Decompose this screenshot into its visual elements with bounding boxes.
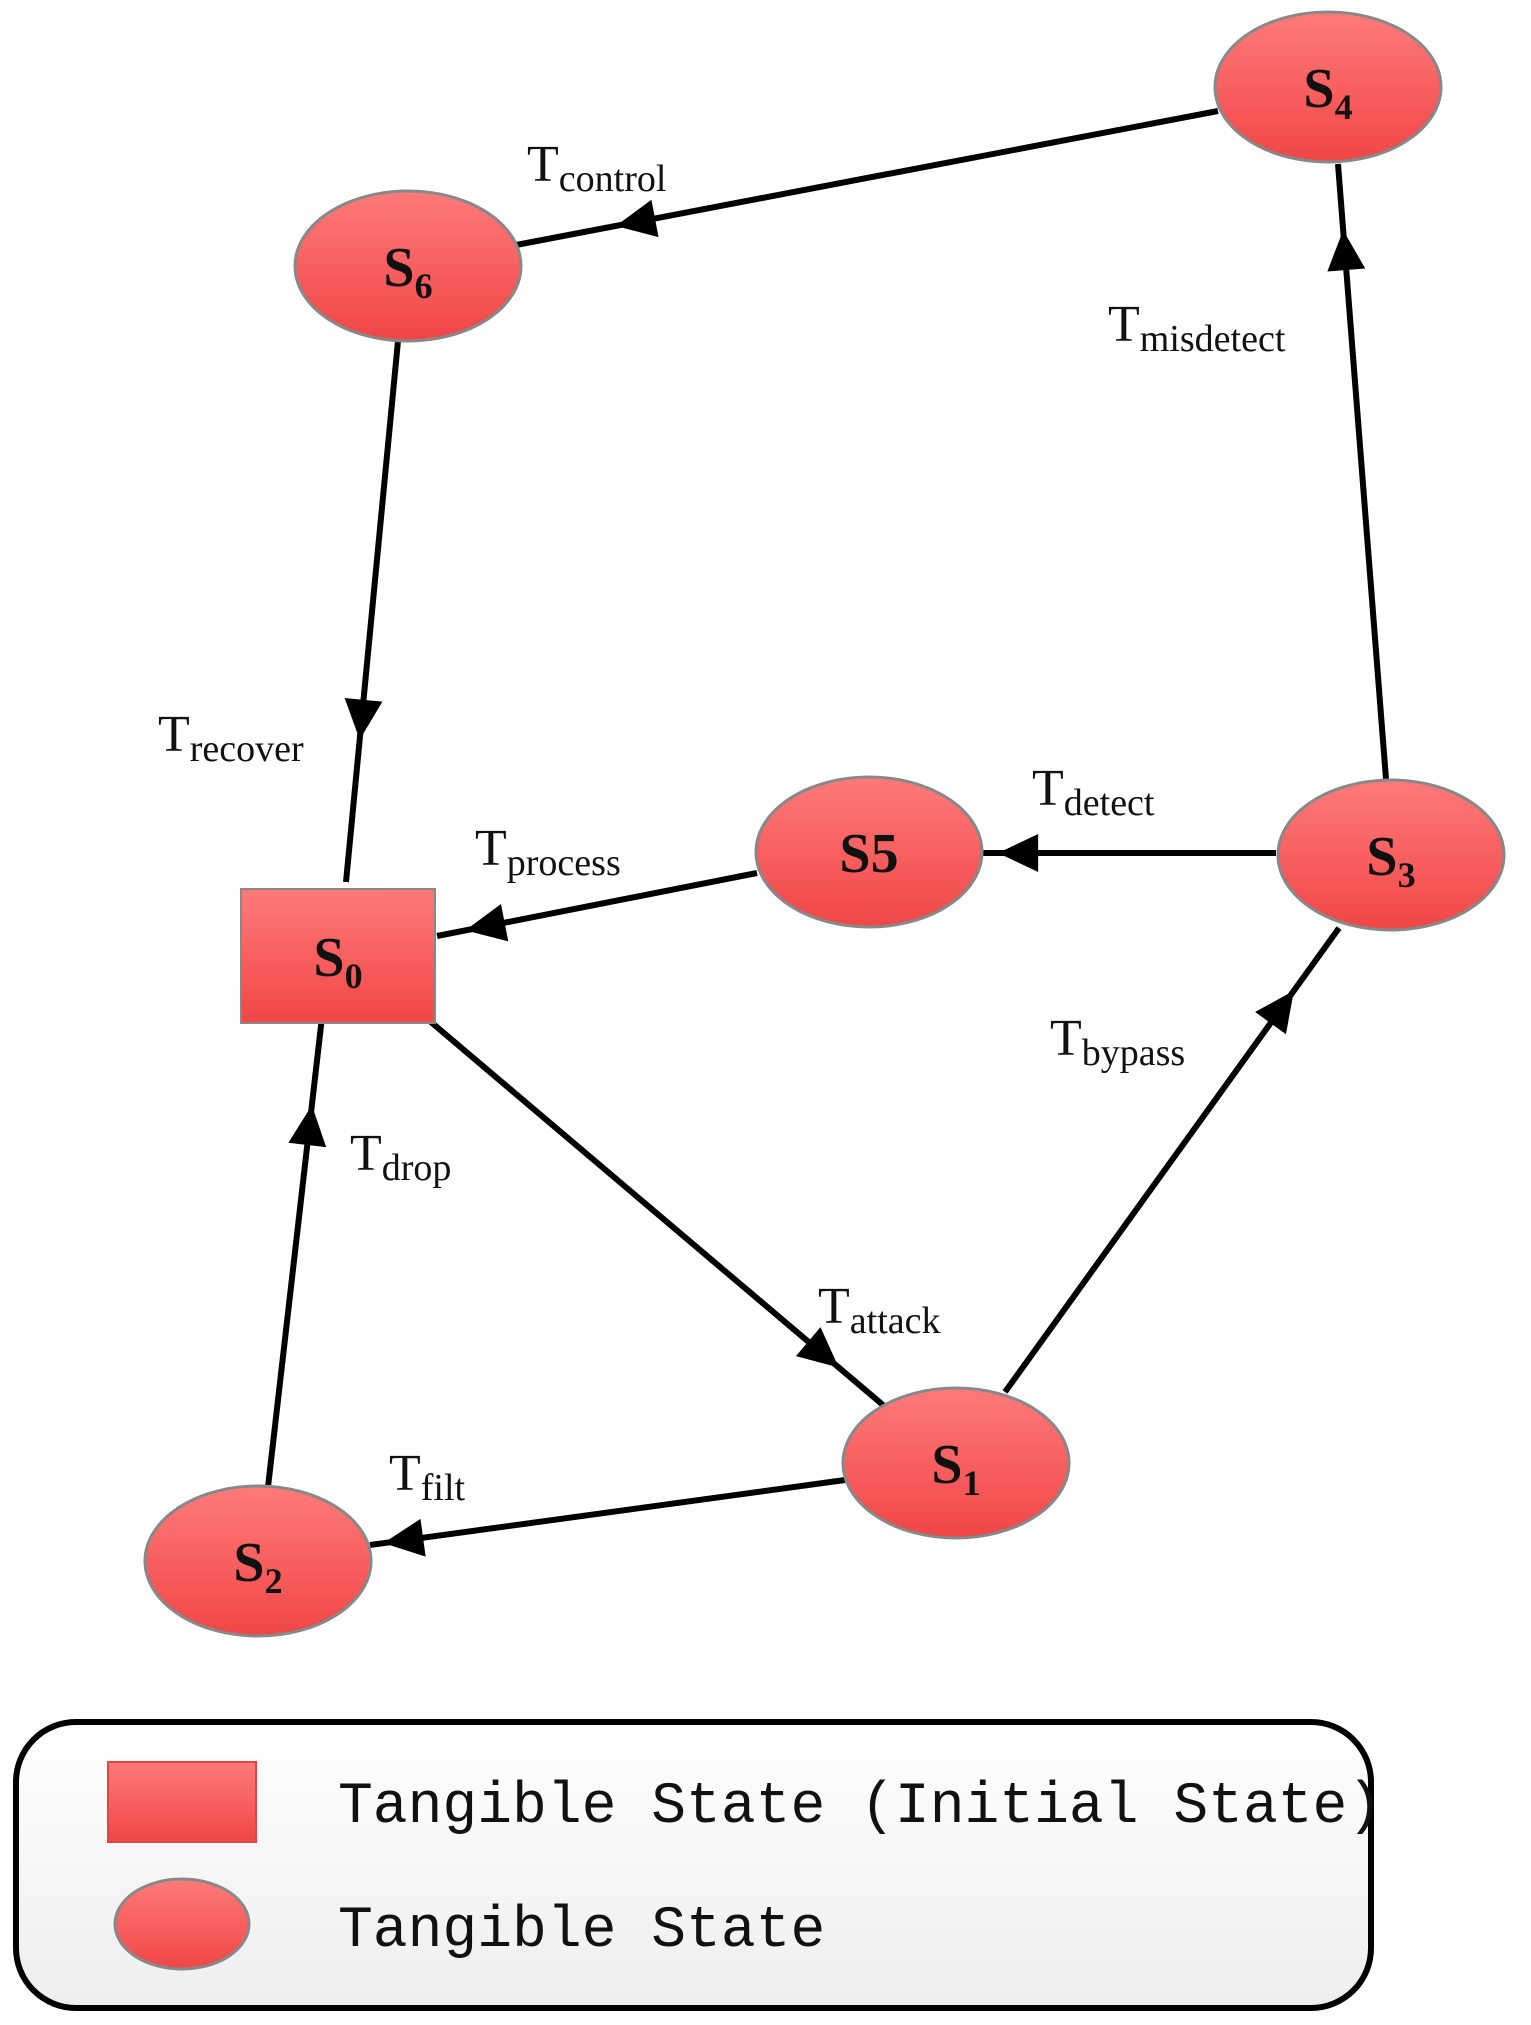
state-label-sub: 1	[963, 1463, 981, 1503]
state-label-base: S5	[839, 823, 898, 885]
state-label-s6: S6	[383, 237, 432, 306]
edge-label-s3-s5: Tdetect	[1032, 760, 1155, 824]
edge-label-sub: recover	[190, 728, 304, 770]
edge-label-sub: filt	[421, 1467, 466, 1509]
edge-label-s1-s3: Tbypass	[1050, 1010, 1185, 1074]
legend-box	[13, 1719, 1374, 2011]
edge-s0-s1	[423, 1014, 885, 1408]
edge-label-sub: control	[559, 158, 667, 200]
arrowhead-s5-s0	[465, 904, 509, 942]
edge-label-base: T	[475, 820, 507, 877]
edge-label-base: T	[350, 1125, 382, 1182]
edge-label-sub: attack	[850, 1300, 941, 1342]
arrowhead-s6-s0	[344, 697, 383, 740]
state-s5	[754, 775, 984, 929]
state-label-base: S	[931, 1434, 962, 1496]
state-s2	[143, 1484, 373, 1638]
edge-s1-s2	[369, 1477, 846, 1548]
legend: Tangible State (Initial State) Tangible …	[13, 1719, 1382, 2011]
arrowhead-s3-s4	[1327, 230, 1366, 272]
edge-label-s6-s0: Trecover	[158, 706, 304, 770]
state-label-s0: S0	[313, 927, 362, 996]
edge-s2-s0	[265, 1016, 325, 1488]
state-s1	[841, 1386, 1071, 1540]
state-s6	[293, 189, 523, 343]
edge-label-base: T	[1050, 1010, 1082, 1067]
edge-label-s0-s1: Tattack	[818, 1278, 940, 1342]
edge-label-sub: process	[507, 842, 621, 884]
edge-labels-layer: TattackTfiltTdropTbypassTdetectTprocessT…	[158, 136, 1286, 1509]
edge-s6-s0	[343, 340, 401, 883]
edge-label-base: T	[158, 706, 190, 763]
state-label-base: S	[1366, 826, 1397, 888]
edge-label-sub: bypass	[1082, 1032, 1185, 1074]
state-label-base: S	[1303, 58, 1334, 120]
state-s0	[240, 888, 436, 1024]
legend-initial-label: Tangible State (Initial State)	[338, 1775, 1382, 1840]
edge-label-s1-s2: Tfilt	[389, 1445, 466, 1509]
arrowhead-s0-s1	[795, 1327, 839, 1368]
arrowhead-s2-s0	[288, 1105, 327, 1148]
state-label-sub: 4	[1335, 87, 1353, 127]
edge-label-base: T	[389, 1445, 421, 1502]
edge-label-s5-s0: Tprocess	[475, 820, 621, 884]
state-label-s4: S4	[1303, 58, 1352, 127]
state-s3	[1276, 778, 1506, 932]
edge-label-sub: drop	[382, 1147, 452, 1189]
state-label-base: S	[383, 237, 414, 299]
legend-state-label: Tangible State	[338, 1899, 825, 1964]
edges-layer	[265, 108, 1389, 1557]
edge-label-sub: detect	[1064, 782, 1155, 824]
edge-label-s4-s6: Tcontrol	[527, 136, 666, 200]
arrowhead-s3-s5	[998, 834, 1039, 872]
legend-state-swatch	[113, 1877, 251, 1971]
edge-label-base: T	[527, 136, 559, 193]
state-label-sub: 0	[345, 956, 363, 996]
state-label-sub: 6	[415, 266, 433, 306]
state-label-s2: S2	[233, 1532, 282, 1601]
state-label-base: S	[313, 927, 344, 989]
state-label-s5: S5	[839, 823, 898, 885]
state-label-s1: S1	[931, 1434, 980, 1503]
legend-initial-swatch	[107, 1761, 257, 1843]
state-label-sub: 3	[1398, 855, 1416, 895]
edge-label-s2-s0: Tdrop	[350, 1125, 451, 1189]
state-label-base: S	[233, 1532, 264, 1594]
arrowhead-s1-s2	[383, 1518, 426, 1557]
state-label-sub: 2	[265, 1561, 283, 1601]
edge-label-base: T	[818, 1278, 850, 1335]
state-s4	[1213, 10, 1443, 164]
edge-label-sub: misdetect	[1140, 318, 1286, 360]
state-label-s3: S3	[1366, 826, 1415, 895]
edge-label-base: T	[1108, 296, 1140, 353]
edge-label-s3-s4: Tmisdetect	[1108, 296, 1286, 360]
edge-label-base: T	[1032, 760, 1064, 817]
arrowhead-s4-s6	[615, 199, 659, 238]
arrowhead-s1-s3	[1255, 990, 1294, 1035]
